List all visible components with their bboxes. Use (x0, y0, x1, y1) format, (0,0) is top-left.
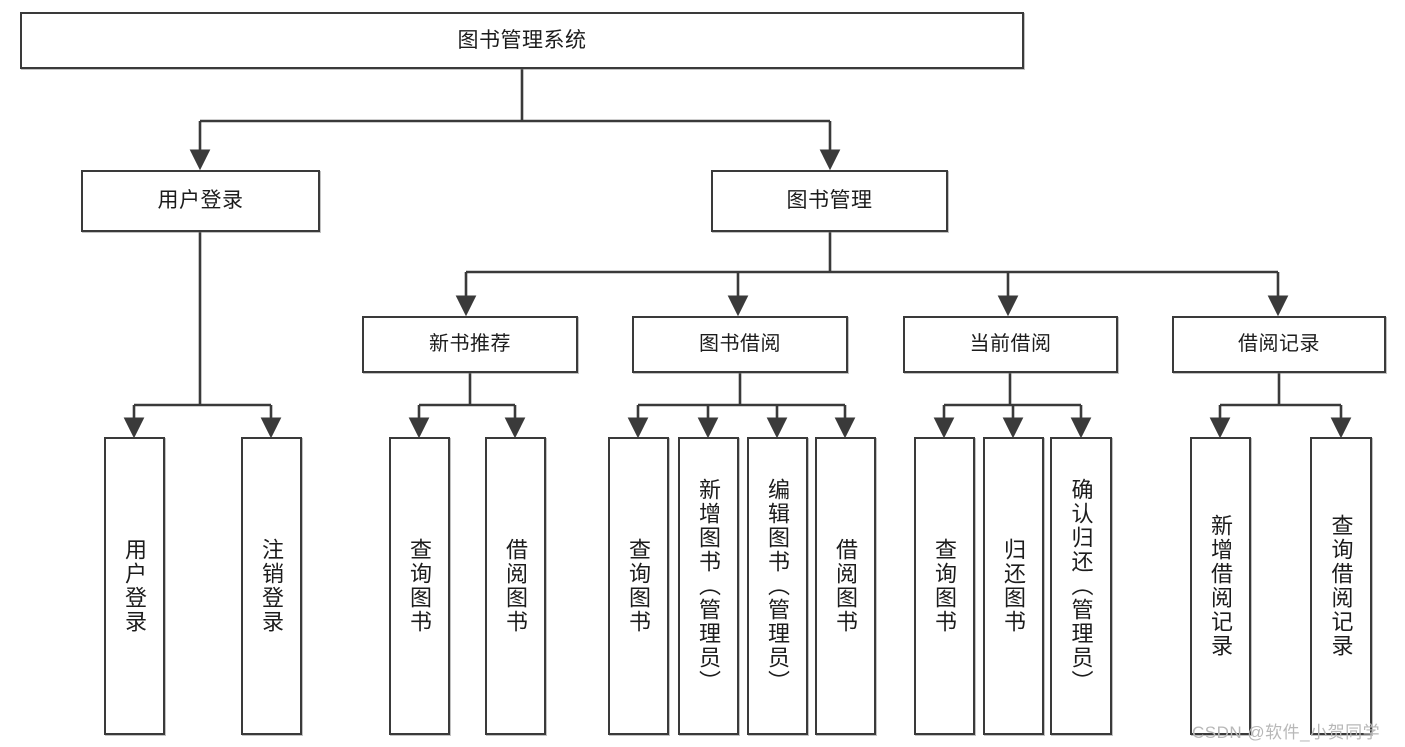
node-leaf-query-book-1[interactable]: 查询图书 (389, 437, 450, 735)
node-book-manage-label: 图书管理 (786, 189, 873, 213)
node-leaf-user-login-label: 用户登录 (122, 538, 148, 634)
node-book-manage[interactable]: 图书管理 (711, 170, 948, 232)
node-book-borrow-label: 图书借阅 (699, 333, 781, 356)
node-borrow-record[interactable]: 借阅记录 (1172, 316, 1386, 373)
node-leaf-add-record-label: 新增借阅记录 (1208, 514, 1234, 658)
node-current-borrow[interactable]: 当前借阅 (903, 316, 1118, 373)
node-leaf-borrow-book-1-label: 借阅图书 (503, 538, 529, 634)
node-leaf-borrow-book-2[interactable]: 借阅图书 (815, 437, 876, 735)
node-borrow-record-label: 借阅记录 (1238, 333, 1320, 356)
node-leaf-user-logout-label: 注销登录 (259, 538, 285, 634)
node-leaf-borrow-book-1[interactable]: 借阅图书 (485, 437, 546, 735)
node-leaf-user-logout[interactable]: 注销登录 (241, 437, 302, 735)
node-current-borrow-label: 当前借阅 (969, 333, 1052, 356)
node-leaf-return-book[interactable]: 归还图书 (983, 437, 1044, 735)
node-new-book-rec-label: 新书推荐 (429, 333, 511, 356)
node-user-login[interactable]: 用户登录 (81, 170, 320, 232)
node-leaf-edit-book-label: 编辑图书（管理员） (765, 478, 791, 694)
node-leaf-borrow-book-2-label: 借阅图书 (833, 538, 859, 634)
node-leaf-add-record[interactable]: 新增借阅记录 (1190, 437, 1251, 735)
node-leaf-query-book-3[interactable]: 查询图书 (914, 437, 975, 735)
node-leaf-query-record[interactable]: 查询借阅记录 (1310, 437, 1372, 735)
node-root-label: 图书管理系统 (457, 28, 587, 52)
node-leaf-query-book-2-label: 查询图书 (626, 538, 652, 634)
node-leaf-query-book-1-label: 查询图书 (407, 538, 433, 634)
node-leaf-add-book-label: 新增图书（管理员） (696, 478, 722, 694)
node-user-login-label: 用户登录 (157, 189, 244, 213)
node-leaf-edit-book[interactable]: 编辑图书（管理员） (747, 437, 808, 735)
node-root[interactable]: 图书管理系统 (20, 12, 1024, 69)
node-leaf-return-book-label: 归还图书 (1001, 538, 1027, 634)
node-leaf-add-book[interactable]: 新增图书（管理员） (678, 437, 739, 735)
node-new-book-rec[interactable]: 新书推荐 (362, 316, 578, 373)
csdn-watermark: CSDN @软件_小贺同学 (1192, 723, 1381, 742)
node-leaf-query-book-3-label: 查询图书 (932, 538, 958, 634)
node-leaf-confirm-return-label: 确认归还（管理员） (1068, 478, 1094, 694)
node-leaf-query-book-2[interactable]: 查询图书 (608, 437, 669, 735)
node-book-borrow[interactable]: 图书借阅 (632, 316, 848, 373)
node-leaf-user-login[interactable]: 用户登录 (104, 437, 165, 735)
node-leaf-confirm-return[interactable]: 确认归还（管理员） (1050, 437, 1112, 735)
node-leaf-query-record-label: 查询借阅记录 (1328, 514, 1354, 658)
